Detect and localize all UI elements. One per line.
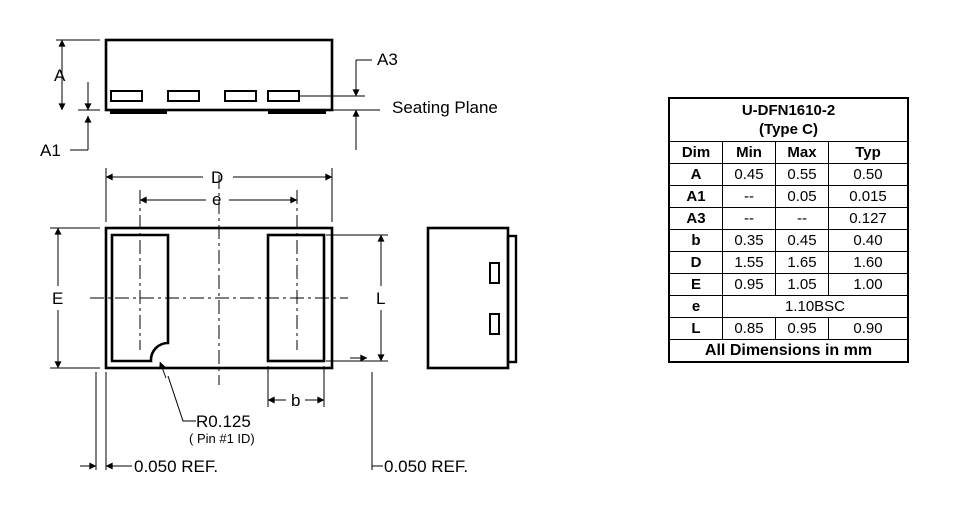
row-typ: 1.60 [828, 251, 909, 274]
table-row: E 0.95 1.05 1.00 [668, 273, 909, 296]
dim-label-L: L [376, 289, 385, 308]
header-min: Min [722, 141, 776, 164]
end-view-body [426, 226, 510, 370]
side-view: A A1 A3 Seating Plane [40, 38, 498, 160]
row-max: 1.05 [775, 273, 829, 296]
row-typ: 1.00 [828, 273, 909, 296]
row-max: -- [775, 207, 829, 230]
end-view-terminal [506, 234, 518, 364]
end-view [426, 226, 518, 370]
row-max: 0.05 [775, 185, 829, 208]
row-max: 1.65 [775, 251, 829, 274]
row-typ: 0.40 [828, 229, 909, 252]
end-view-pad-upper [489, 262, 500, 284]
table-title: U-DFN1610-2 (Type C) [668, 97, 909, 142]
row-dim: E [668, 273, 723, 296]
dim-label-A1: A1 [40, 141, 61, 160]
row-min: 0.95 [722, 273, 776, 296]
row-dim: e [668, 295, 723, 318]
row-dim: A1 [668, 185, 723, 208]
row-max: 0.55 [775, 163, 829, 186]
dim-label-b: b [291, 391, 300, 410]
row-typ: 0.90 [828, 317, 909, 340]
dim-label-A: A [54, 66, 66, 85]
row-min: -- [722, 207, 776, 230]
table-row: A1 -- 0.05 0.015 [668, 185, 909, 208]
table-row: D 1.55 1.65 1.60 [668, 251, 909, 274]
dim-label-A3: A3 [377, 50, 398, 69]
table-row: b 0.35 0.45 0.40 [668, 229, 909, 252]
dimension-table: U-DFN1610-2 (Type C) Dim Min Max Typ A 0… [668, 97, 909, 363]
row-min: 0.35 [722, 229, 776, 252]
row-dim: L [668, 317, 723, 340]
side-view-leads [110, 90, 326, 114]
row-dim: D [668, 251, 723, 274]
end-view-pad-lower [489, 313, 500, 335]
table-row: A 0.45 0.55 0.50 [668, 163, 909, 186]
pin-1-pad [110, 233, 170, 363]
radius-label: R0.125 [196, 412, 251, 431]
bottom-terminal-right [268, 110, 326, 114]
side-view-body [104, 38, 334, 112]
row-typ: 0.127 [828, 207, 909, 230]
row-dim: b [668, 229, 723, 252]
table-row: e 1.10BSC [668, 295, 909, 318]
header-dim: Dim [668, 141, 723, 164]
table-footer: All Dimensions in mm [668, 339, 909, 363]
table-header-row: Dim Min Max Typ [668, 141, 909, 164]
dim-label-e: e [212, 190, 221, 209]
table-title-line1: U-DFN1610-2 [741, 102, 836, 119]
ref-label-left: 0.050 REF. [134, 457, 218, 476]
ref-label-right: 0.050 REF. [384, 457, 468, 476]
row-max: 0.95 [775, 317, 829, 340]
row-dim: A [668, 163, 723, 186]
row-min: 1.55 [722, 251, 776, 274]
bottom-terminal-left [110, 110, 167, 114]
row-min: -- [722, 185, 776, 208]
seating-plane-label: Seating Plane [392, 98, 498, 117]
dim-label-D: D [211, 168, 223, 187]
header-typ: Typ [828, 141, 909, 164]
row-dim: A3 [668, 207, 723, 230]
row-typ: 0.50 [828, 163, 909, 186]
table-row: L 0.85 0.95 0.90 [668, 317, 909, 340]
table-title-line2: (Type C) [759, 121, 818, 138]
row-max: 0.45 [775, 229, 829, 252]
row-min: 0.45 [722, 163, 776, 186]
row-typ: 0.015 [828, 185, 909, 208]
row-min: 0.85 [722, 317, 776, 340]
dim-label-E: E [52, 289, 63, 308]
pin-1-id-label: ( Pin #1 ID) [189, 431, 255, 446]
top-view: D e E L b R0.125 ( Pin #1 ID) 0.050 R [50, 168, 468, 476]
header-max: Max [775, 141, 829, 164]
row-span-value: 1.10BSC [722, 295, 909, 318]
table-row: A3 -- -- 0.127 [668, 207, 909, 230]
